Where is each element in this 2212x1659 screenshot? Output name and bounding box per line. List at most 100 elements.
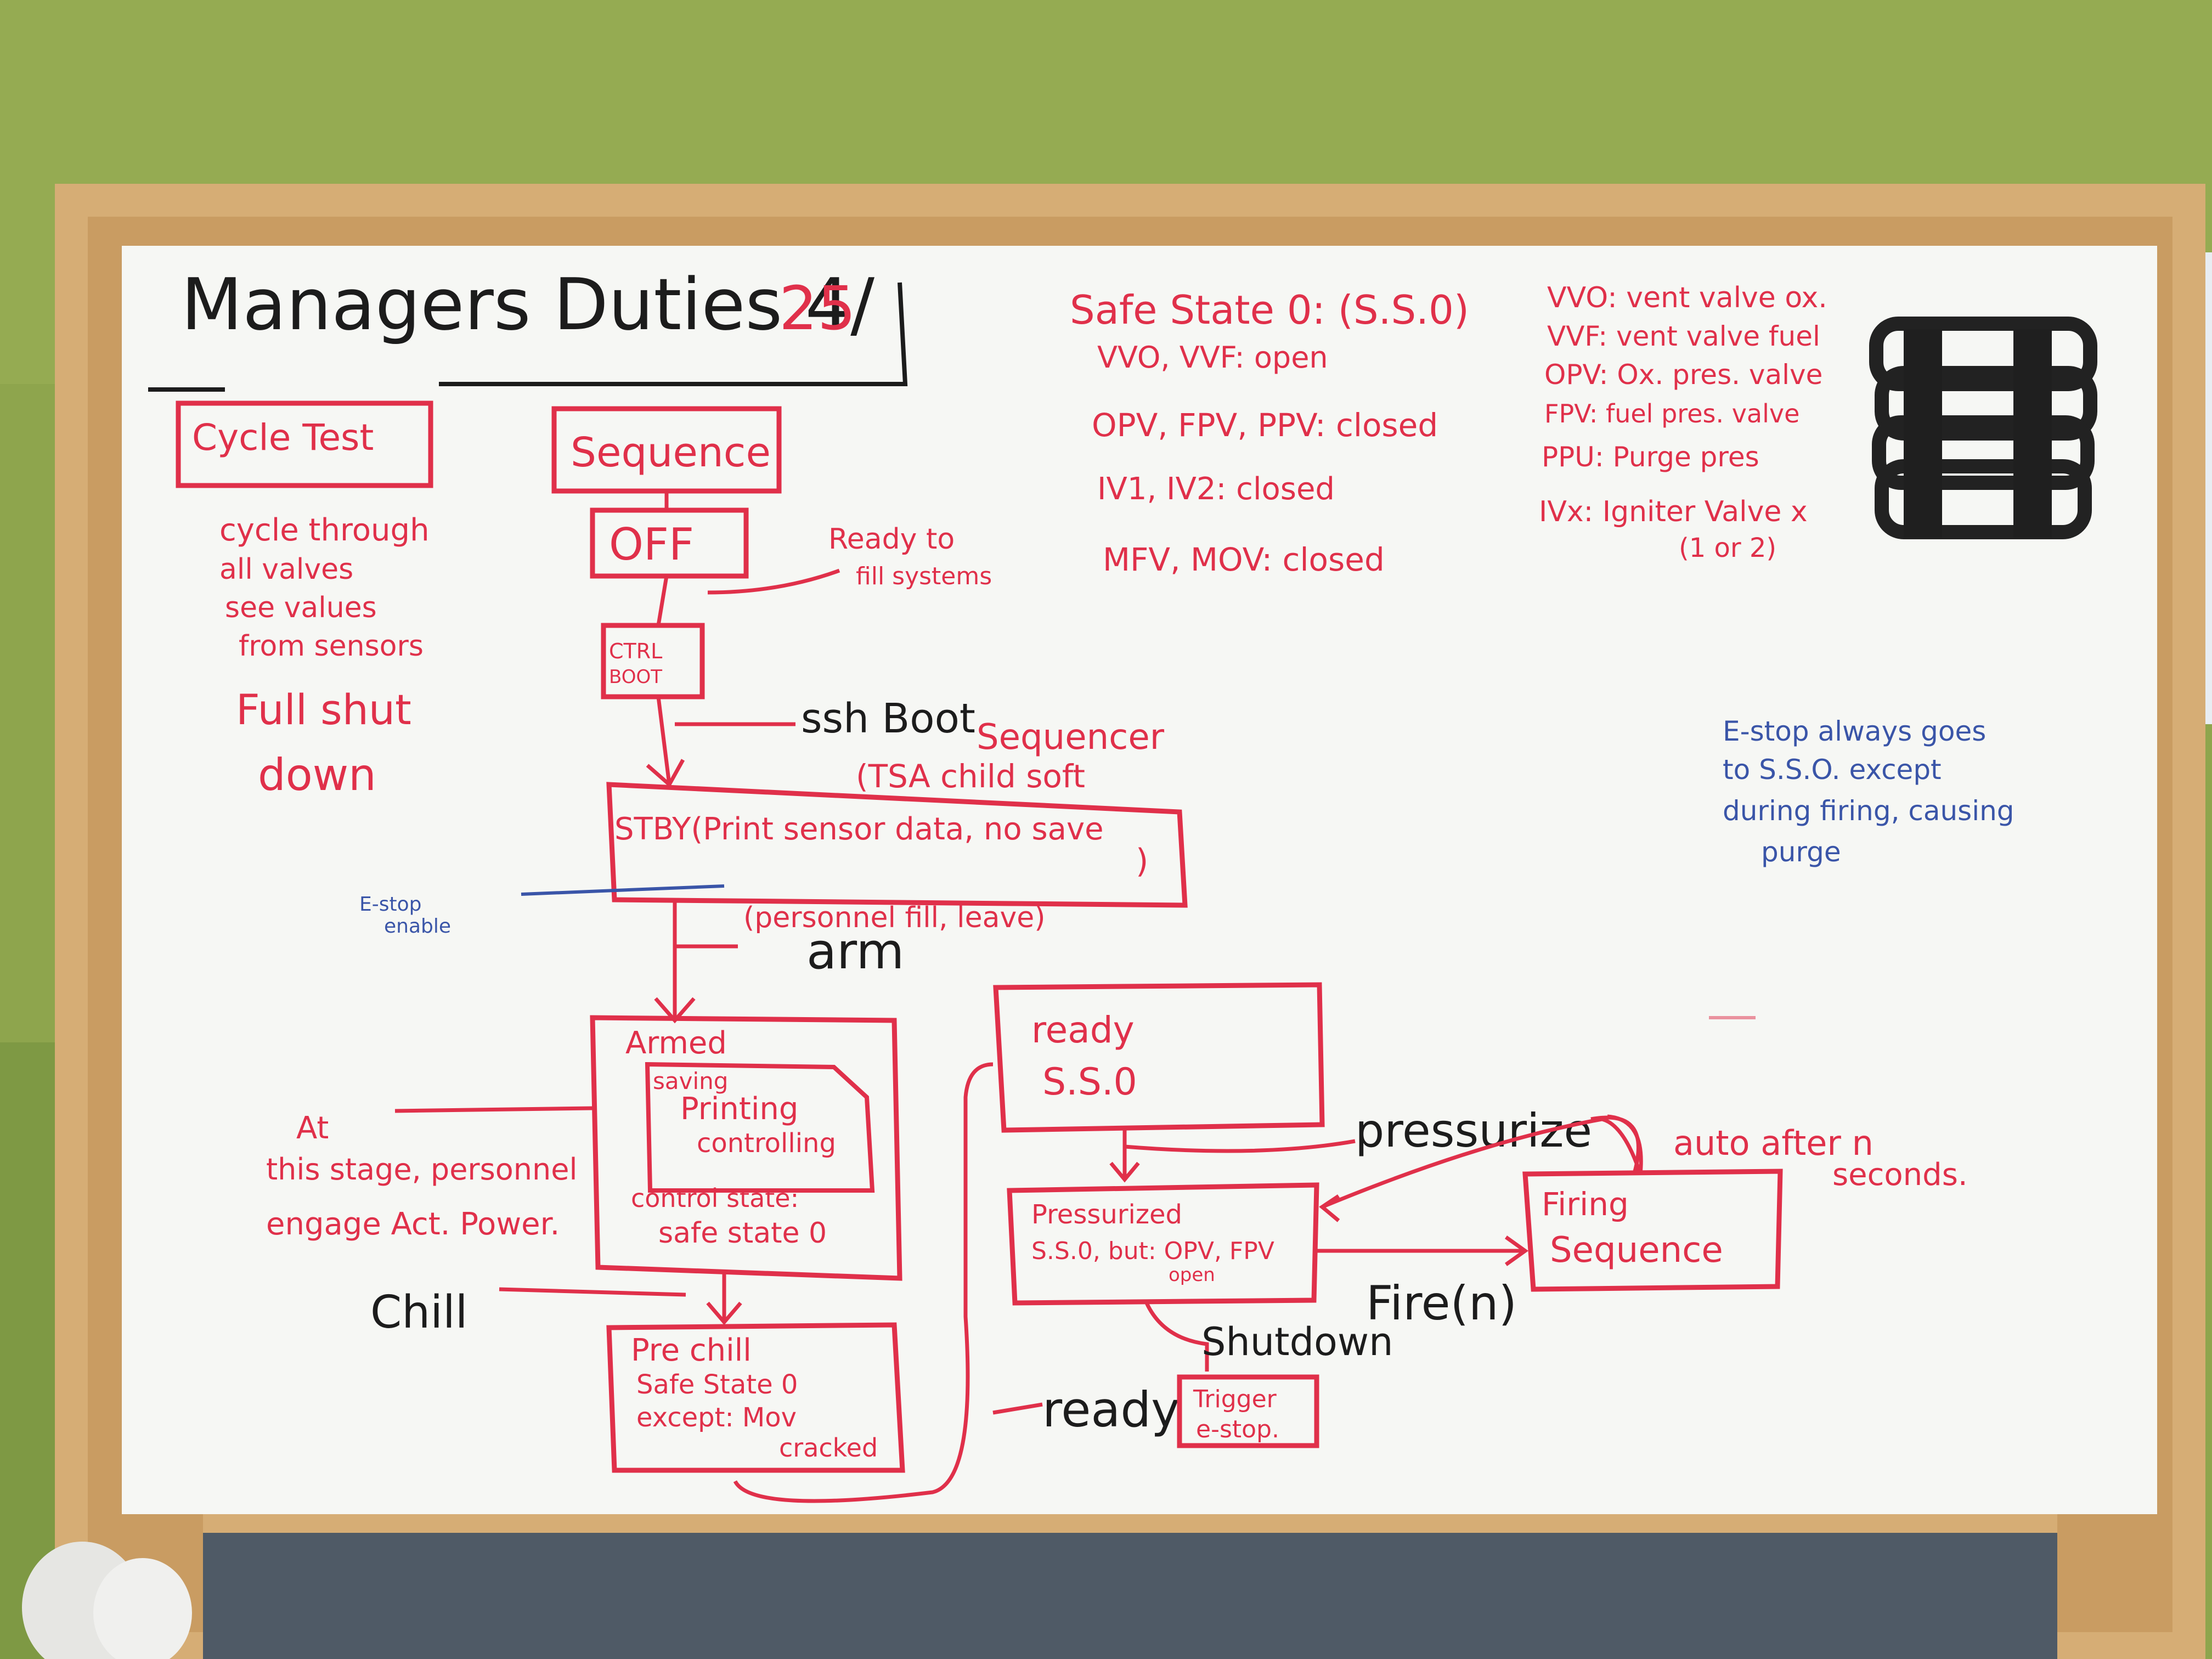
prechill-line-1: Pre chill xyxy=(631,1333,752,1368)
firing-connectors xyxy=(1317,1114,1643,1266)
felt-strip xyxy=(203,1531,2057,1659)
pressurized-line-2: S.S.0, but: OPV, FPV xyxy=(1031,1237,1274,1265)
title-underline xyxy=(439,282,908,386)
sequence-black-group: ssh Boot arm xyxy=(801,695,975,980)
legend-line-1: VVO: vent valve ox. xyxy=(1547,281,1827,314)
legend-line-3: OPV: Ox. pres. valve xyxy=(1544,359,1822,391)
armed-box xyxy=(590,1015,902,1281)
prechill-line-2: Safe State 0 xyxy=(636,1369,798,1400)
lamp-base-right xyxy=(93,1558,192,1659)
arm-note: (personnel fill, leave) xyxy=(743,901,1046,934)
armed-heading: Armed xyxy=(625,1025,727,1061)
personnel-note-3: engage Act. Power. xyxy=(266,1206,560,1242)
armed-text-group: Armed saving Printing controlling contro… xyxy=(625,1025,836,1250)
sequence-heading: Sequence xyxy=(571,429,771,476)
stby-line-1: STBY(Print sensor data, no save xyxy=(614,811,1104,847)
cycle-test-box xyxy=(176,400,433,488)
estop-note-1: E-stop always goes xyxy=(1723,715,1986,747)
cycle-test-line-2: all valves xyxy=(219,553,353,586)
ctrl-boot-box xyxy=(601,623,705,699)
cycle-test-line-3: see values xyxy=(225,591,377,624)
legend-line-6: IVx: Igniter Valve x xyxy=(1539,495,1808,528)
shutdown-connector xyxy=(1144,1302,1209,1372)
ready-box-text: ready S.S.0 xyxy=(1031,1009,1137,1104)
pressurized-box xyxy=(1007,1182,1319,1306)
estop-enable-line xyxy=(521,884,725,896)
board-title-day: 25 xyxy=(779,273,856,343)
pressurized-line-1: Pressurized xyxy=(1031,1199,1182,1230)
armed-inner-box xyxy=(645,1062,875,1193)
armed-state-2: safe state 0 xyxy=(658,1217,827,1250)
prechill-text-group: Pre chill Safe State 0 except: Mov crack… xyxy=(631,1333,878,1463)
prechill-line-4: cracked xyxy=(779,1433,878,1463)
pressurized-line-3: open xyxy=(1169,1264,1215,1286)
legend-group: VVO: vent valve ox. VVF: vent valve fuel… xyxy=(1539,281,1827,563)
ready-box xyxy=(993,982,1325,1133)
firing-line-1: Firing xyxy=(1542,1186,1629,1223)
off-label: OFF xyxy=(609,519,694,570)
armed-inner-3: controlling xyxy=(697,1128,836,1159)
cycle-test-line-6: down xyxy=(258,749,376,800)
trigger-box xyxy=(1177,1374,1319,1448)
safe-state-line-4: MFV, MOV: closed xyxy=(1103,541,1385,578)
safe-state-group: Safe State 0: (S.S.0) VVO, VVF: open OPV… xyxy=(1070,287,1469,578)
trigger-line-1: Trigger xyxy=(1193,1385,1277,1413)
arm-label: arm xyxy=(806,923,904,980)
ready-to-fill-1: Ready to xyxy=(828,523,955,556)
personnel-note-group: At this stage, personnel engage Act. Pow… xyxy=(266,1110,577,1242)
firing-line-2: Sequence xyxy=(1550,1230,1723,1271)
boot-label: BOOT xyxy=(609,666,662,688)
ready-label-connector xyxy=(992,1402,1043,1415)
personnel-note-1: At xyxy=(296,1110,329,1146)
legend-line-5: PPU: Purge pres xyxy=(1542,441,1759,473)
prechill-line-3: except: Mov xyxy=(636,1402,797,1433)
prechill-box xyxy=(606,1322,905,1473)
armed-inner-2: Printing xyxy=(680,1091,798,1127)
stby-box xyxy=(606,782,1188,908)
personnel-note-2: this stage, personnel xyxy=(266,1152,577,1187)
board-tray xyxy=(203,1514,2057,1533)
ready-to-fill-2: fill systems xyxy=(856,562,992,590)
pressurized-text: Pressurized S.S.0, but: OPV, FPV open xyxy=(1031,1199,1274,1286)
ready-label: ready xyxy=(1042,1381,1180,1438)
cycle-test-line-5: Full shut xyxy=(236,685,411,734)
sequence-text-group: Sequence OFF Ready to fill systems CTRL … xyxy=(571,429,1165,934)
ready-box-line-1: ready xyxy=(1031,1009,1135,1051)
cycle-test-group: Cycle Test cycle through all valves see … xyxy=(192,416,430,800)
armed-inner-1: saving xyxy=(653,1068,728,1094)
cycle-test-line-1: cycle through xyxy=(219,512,430,548)
legend-line-2: VVF: vent valve fuel xyxy=(1547,320,1820,352)
ready-to-pressurized-connector xyxy=(1109,1130,1356,1183)
prechill-to-ready-connector xyxy=(733,1062,994,1503)
estop-enable-group: E-stop enable xyxy=(359,893,451,938)
safe-state-heading: Safe State 0: (S.S.0) xyxy=(1070,287,1469,333)
safe-state-line-2: OPV, FPV, PPV: closed xyxy=(1092,407,1438,444)
trigger-line-2: e-stop. xyxy=(1196,1415,1279,1443)
estop-note-group: E-stop always goes to S.S.O. except duri… xyxy=(1723,715,2015,868)
estop-enable-1: E-stop xyxy=(359,893,421,916)
cycle-test-line-4: from sensors xyxy=(239,630,424,663)
shutdown-label: Shutdown xyxy=(1201,1319,1393,1364)
estop-note-3: during firing, causing xyxy=(1723,795,2015,827)
estop-note-2: to S.S.O. except xyxy=(1723,754,1942,786)
sequencer-note-2: (TSA child soft xyxy=(856,758,1085,795)
sequencer-note-1: Sequencer xyxy=(977,717,1165,758)
chill-label: Chill xyxy=(370,1286,468,1339)
legend-line-7: (1 or 2) xyxy=(1679,533,1776,563)
firing-box xyxy=(1522,1169,1783,1292)
cycle-test-heading: Cycle Test xyxy=(192,416,374,459)
fire-label: Fire(n) xyxy=(1366,1276,1517,1331)
title-group: Managers Duties 4/ 25 xyxy=(181,263,874,346)
off-box xyxy=(590,507,749,579)
legend-line-4: FPV: fuel pres. valve xyxy=(1544,399,1799,428)
auto-note-1: auto after n xyxy=(1673,1123,1874,1163)
ready-box-line-2: S.S.0 xyxy=(1042,1060,1137,1104)
magnetic-clip xyxy=(1869,317,2097,539)
estop-enable-2: enable xyxy=(384,915,451,938)
ctrl-label: CTRL xyxy=(609,639,662,663)
safe-state-line-1: VVO, VVF: open xyxy=(1097,340,1328,375)
chill-connectors xyxy=(499,1273,742,1325)
auto-note-group: auto after n seconds. xyxy=(1673,1123,1968,1193)
